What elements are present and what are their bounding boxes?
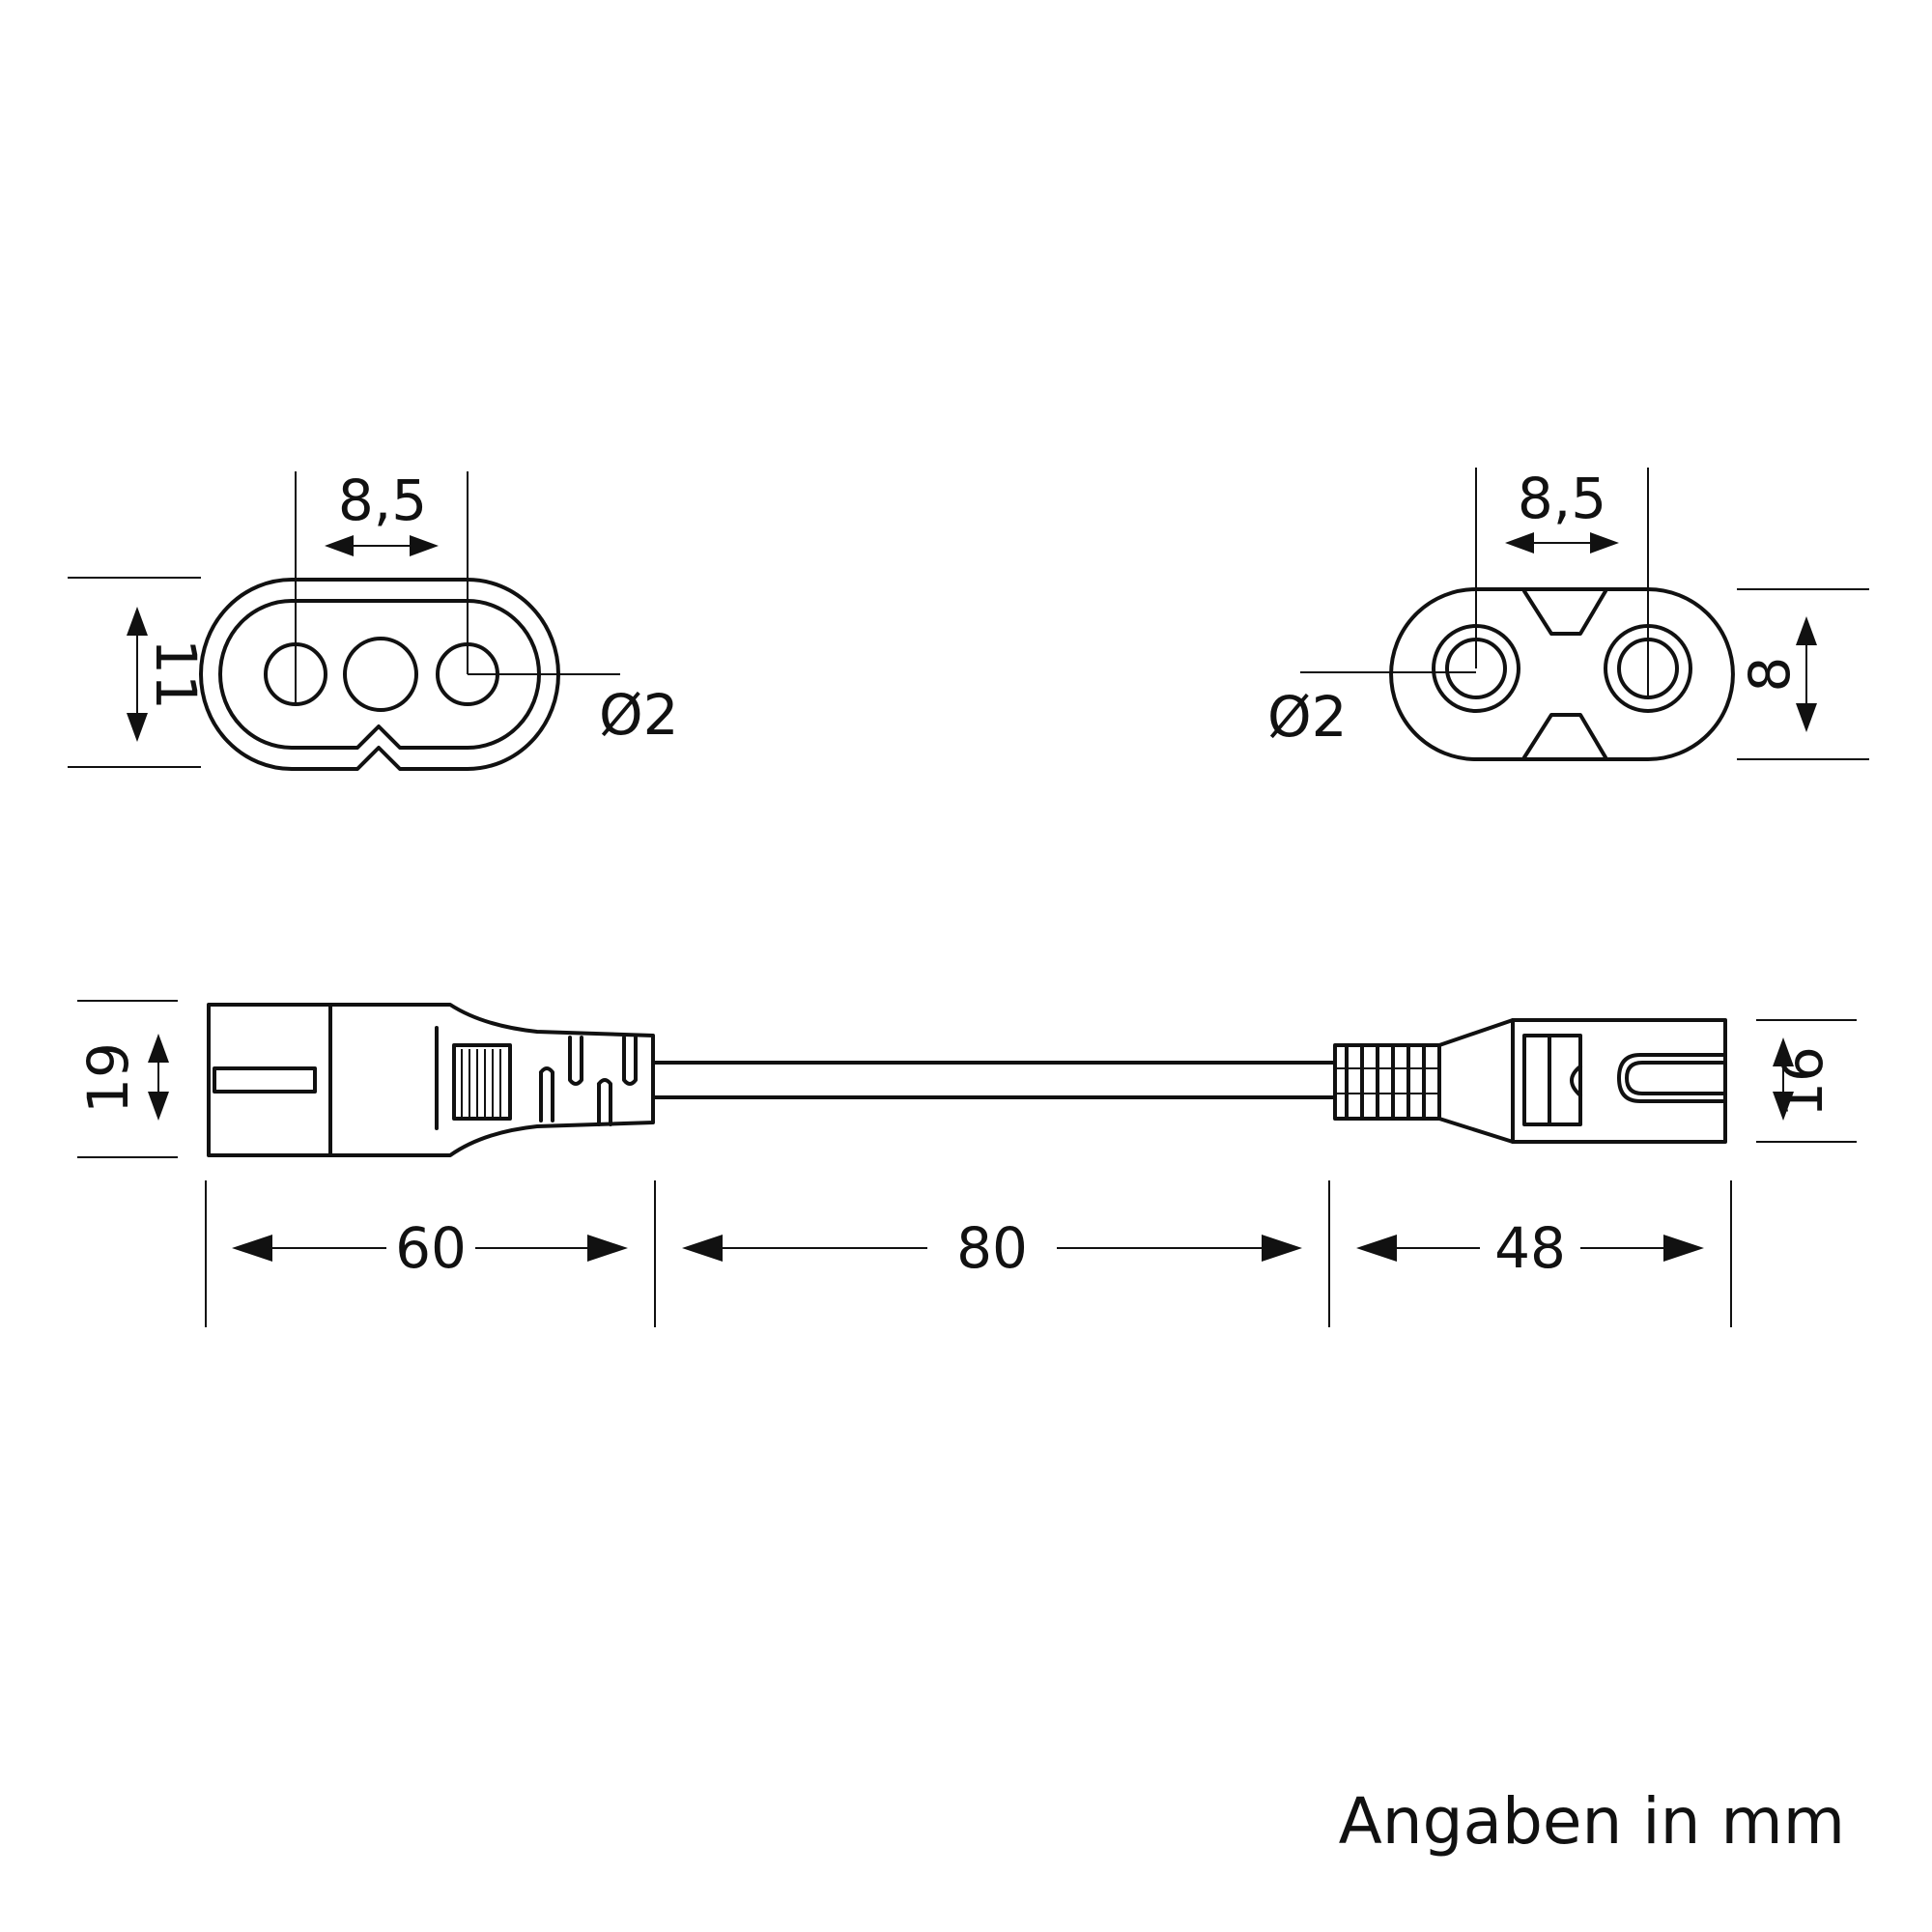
notch-top	[1522, 589, 1607, 636]
arrowhead	[1590, 532, 1619, 554]
arrowhead	[682, 1235, 723, 1262]
arrowhead	[127, 713, 148, 742]
plug-pin-outer	[1617, 1053, 1727, 1103]
pin-diameter-label: Ø2	[599, 682, 679, 748]
pin-spacing-label: 8,5	[1518, 466, 1606, 531]
units-note: Angaben in mm	[1339, 1784, 1845, 1859]
strain-relief	[597, 1078, 612, 1126]
grip-notch	[1570, 1065, 1582, 1097]
left-connector-face: 8,5 11 Ø2	[68, 468, 679, 771]
arrowhead	[587, 1235, 628, 1262]
arrowhead	[1773, 1037, 1794, 1066]
arrowhead	[1796, 703, 1817, 732]
length-dimensions: 60 80 48	[205, 1180, 1732, 1327]
notch-bottom	[1522, 713, 1607, 759]
center-feature	[343, 637, 418, 712]
length-label-2: 80	[956, 1215, 1028, 1281]
arrowhead	[1356, 1235, 1397, 1262]
arrowhead	[410, 535, 439, 556]
arrowhead	[325, 535, 354, 556]
arrowhead	[127, 607, 148, 636]
arrowhead	[148, 1092, 169, 1121]
height-label: 8	[1737, 657, 1803, 693]
pin-spacing-label: 8,5	[338, 468, 427, 533]
grip	[452, 1043, 512, 1121]
arrowhead	[1796, 616, 1817, 645]
right-connector-face: 8,5 8 Ø2	[1267, 466, 1869, 761]
strain-relief	[622, 1036, 638, 1086]
arrowhead	[1663, 1235, 1704, 1262]
left-height-label: 19	[75, 1042, 141, 1114]
length-label-3: 48	[1494, 1215, 1566, 1281]
length-label-1: 60	[395, 1215, 467, 1281]
arrowhead	[148, 1034, 169, 1063]
right-height-label: 16	[1770, 1046, 1835, 1118]
cable-side-view: 19 16	[75, 1000, 1857, 1158]
inner-outline	[218, 599, 541, 750]
plug-pin	[1625, 1061, 1727, 1095]
left-connector-body	[207, 1003, 655, 1157]
arrowhead	[232, 1235, 272, 1262]
socket-slot	[213, 1066, 317, 1094]
pin-diameter-label: Ø2	[1267, 684, 1348, 750]
arrowhead	[1262, 1235, 1302, 1262]
plug-outline	[1389, 587, 1735, 761]
strain-relief	[539, 1066, 554, 1122]
arrowhead	[1505, 532, 1534, 554]
arrowhead	[1773, 1092, 1794, 1121]
strain-relief	[568, 1036, 583, 1086]
grip-window	[1522, 1034, 1582, 1126]
height-label: 11	[143, 639, 209, 710]
outer-outline	[199, 578, 560, 771]
